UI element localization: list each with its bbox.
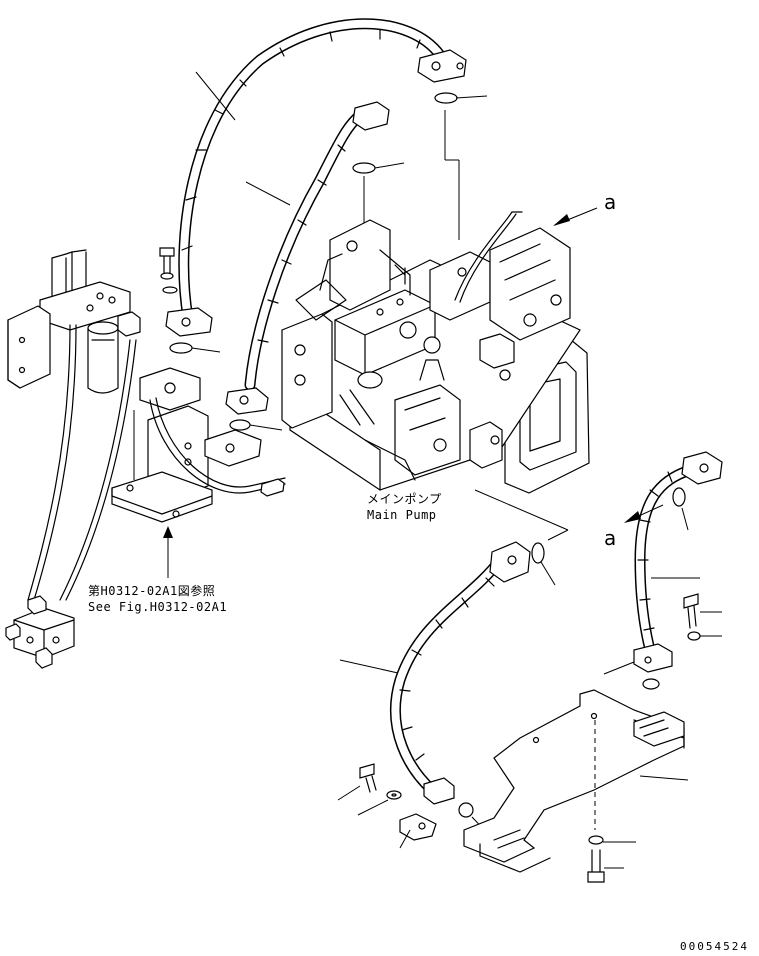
leader-lines-top	[191, 71, 488, 431]
o-ring	[672, 487, 686, 507]
o-ring	[352, 162, 376, 174]
leader-line	[339, 659, 399, 674]
reference-arrow-see-fig	[163, 526, 173, 578]
bolt	[587, 849, 605, 883]
main-pump-label-jp: メインポンプ	[367, 492, 442, 506]
right-hose	[633, 451, 723, 673]
main-pump-leader	[474, 489, 569, 531]
mounting-bracket-lower-right	[463, 689, 689, 873]
line-filter-assembly	[7, 249, 141, 601]
reference-letter-a-top: a	[604, 190, 617, 214]
reference-letter-a-right: a	[604, 526, 617, 550]
direction-arrow-a-top	[553, 207, 598, 226]
see-fig-label-jp: 第H0312-02A1図参照	[88, 584, 216, 598]
figure-id: 00054524	[680, 940, 749, 953]
upper-hose-long	[165, 18, 467, 337]
o-ring	[169, 342, 193, 354]
main-pump-leader	[547, 529, 569, 541]
lower-hose	[390, 541, 531, 805]
direction-arrow-a-right	[624, 504, 664, 523]
o-ring	[229, 419, 251, 431]
o-ring	[434, 92, 458, 104]
mounting-bracket-middle	[111, 247, 286, 523]
o-ring	[642, 678, 660, 690]
see-fig-label-en: See Fig.H0312-02A1	[88, 600, 228, 614]
fasteners-lower-center	[337, 763, 493, 849]
washer	[588, 835, 604, 845]
main-pump	[281, 211, 590, 494]
upper-hose-short	[225, 101, 390, 415]
small-valve	[5, 595, 75, 669]
fasteners-right	[603, 507, 722, 675]
o-ring	[531, 542, 545, 564]
leader-line	[540, 561, 556, 586]
main-pump-label-en: Main Pump	[367, 508, 437, 522]
